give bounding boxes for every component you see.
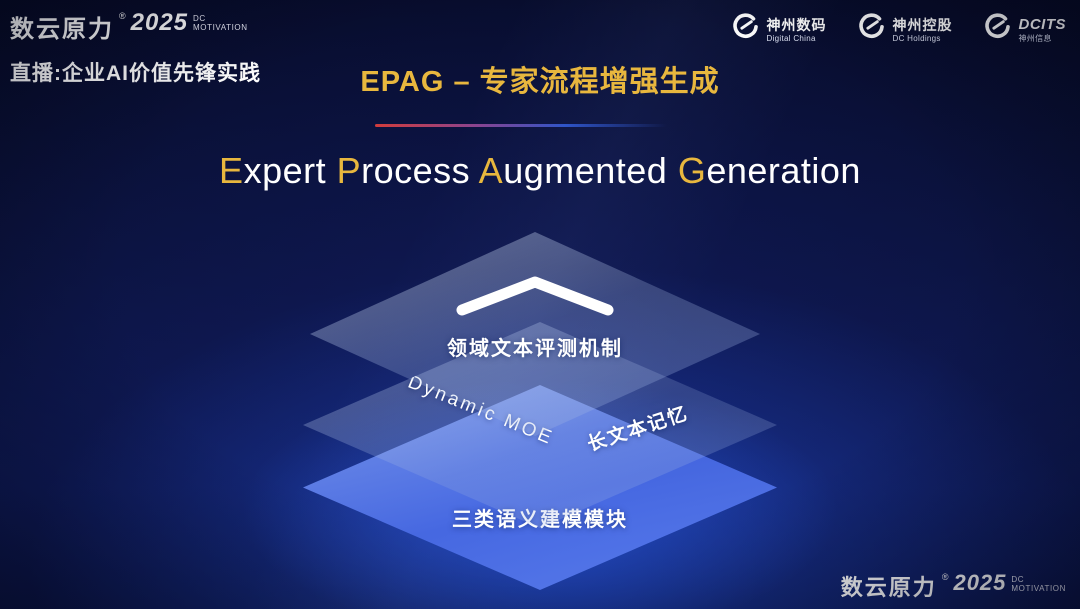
brand-sub-bottom: MOTIVATION	[193, 23, 248, 33]
slide-title: EPAG – 专家流程增强生成	[360, 66, 720, 98]
brand-year: 2025	[130, 9, 189, 36]
headline-segment: eneration	[706, 150, 861, 191]
headline-segment: E	[219, 150, 244, 191]
headline-segment: A	[478, 150, 504, 191]
brand-subtitle: DC MOTIVATION	[193, 14, 248, 32]
logo-en-label: 神州信息	[1018, 34, 1052, 44]
swirl-logo-icon	[731, 13, 760, 47]
brand-sub-top: DC	[193, 14, 206, 23]
headline-segment: G	[677, 150, 707, 191]
brand-name: 数云原力	[10, 16, 114, 43]
brand-sub-top: DC	[1011, 575, 1025, 584]
logo-text-block: DCITS 神州信息	[1019, 16, 1067, 44]
headline-segment: rocess	[361, 150, 479, 191]
logo-text-block: 神州数码 Digital China	[767, 17, 827, 43]
layer-top-label: 领域文本评测机制	[447, 338, 623, 360]
logo-cn-label: 神州数码	[766, 16, 827, 33]
logo-digital-china: 神州数码 Digital China	[731, 13, 827, 47]
live-stream-label: 直播:企业AI价值先锋实践	[10, 62, 261, 85]
layer-middle-right-label: 长文本记忆	[584, 403, 692, 456]
layer-bottom-label: 三类语义建模模块	[303, 503, 777, 532]
logo-en-label: DC Holdings	[892, 33, 941, 43]
logo-dc-holdings: 神州控股 DC Holdings	[857, 13, 953, 47]
logo-cn-label: DCITS	[1018, 16, 1066, 34]
brand-name: 数云原力	[840, 575, 937, 600]
brand-subtitle: DC MOTIVATION	[1011, 575, 1066, 593]
partner-logos: 神州数码 Digital China 神州控股 DC Holdings DCIT…	[731, 13, 1067, 47]
gradient-divider	[375, 124, 667, 127]
headline-segment: P	[336, 150, 362, 191]
brand-logo-bottom-right: 数云原力 ® 2025 DC MOTIVATION	[841, 570, 1066, 602]
brand-registered-mark: ®	[119, 11, 126, 21]
main-headline: Expert Process Augmented Generation	[0, 150, 1080, 192]
brand-sub-bottom: MOTIVATION	[1011, 584, 1066, 594]
logo-cn-label: 神州控股	[892, 16, 953, 33]
brand-registered-mark: ®	[941, 572, 949, 582]
logo-en-label: Digital China	[766, 33, 816, 43]
chevron-up-icon	[450, 272, 620, 318]
logo-dcits: DCITS 神州信息	[983, 13, 1067, 47]
headline-segment: xpert	[243, 150, 337, 191]
headline-segment: ugmented	[503, 150, 678, 191]
brand-year: 2025	[953, 570, 1007, 595]
swirl-logo-icon	[857, 13, 886, 47]
logo-text-block: 神州控股 DC Holdings	[893, 17, 953, 43]
swirl-logo-icon	[983, 13, 1012, 47]
brand-logo-top-left: 数云原力 ® 2025 DC MOTIVATION	[10, 9, 248, 44]
